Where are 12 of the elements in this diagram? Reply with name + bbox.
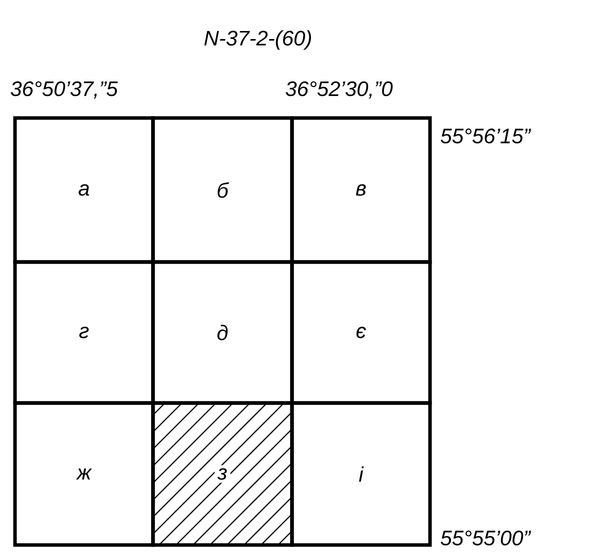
map-sheet-cell: б [151,116,294,264]
coordinate-label: 36°52’30,”0 [286,81,393,99]
map-sheet-cell: в [290,116,432,264]
map-sheet-cell: д [151,260,294,405]
map-sheet-cell: ж [13,401,155,547]
coordinate-label: 36°50’37,”5 [10,81,118,99]
map-sheet-cell: г [13,260,155,405]
map-sheet-cell: а [13,116,155,264]
hatched-map-sheet-cell: з [151,401,294,547]
map-sheet-cell: і [290,401,432,547]
sheet-title: N-37-2-(60) [204,30,311,50]
map-sheet-cell: є [290,260,432,405]
